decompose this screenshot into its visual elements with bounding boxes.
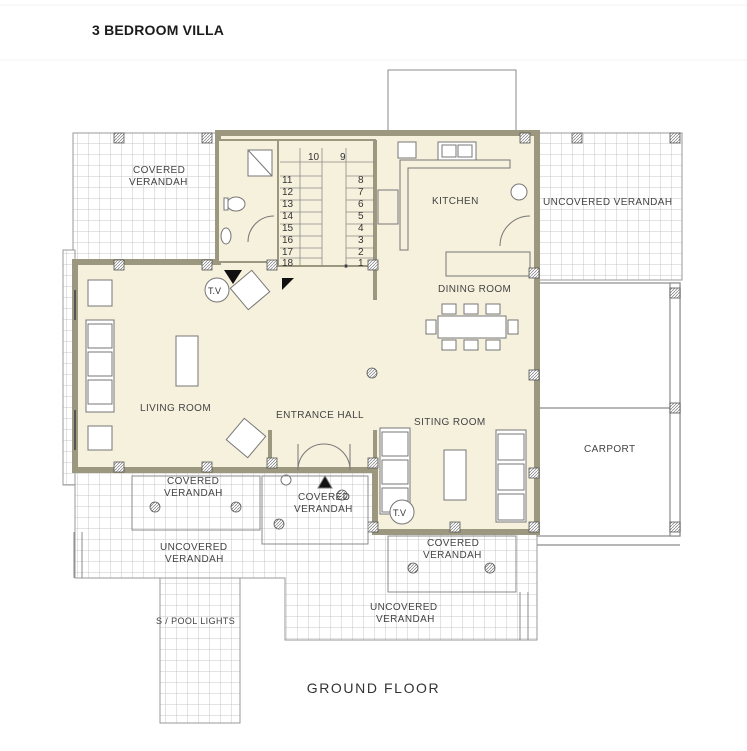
entrance-doors [297, 443, 351, 489]
stairwell [277, 139, 376, 267]
stair-numbers-right: 8 7 6 5 4 3 2 1 [358, 175, 364, 269]
label-pool-lights: S / POOL LIGHTS [156, 616, 235, 626]
coffee-table [175, 335, 199, 387]
pool-lights-path [159, 577, 241, 724]
label-uncovered-verandah-s-1: UNCOVERED [370, 602, 438, 613]
sitting-coffee-table [443, 449, 467, 501]
label-covered-verandah-nw-2: VERANDAH [129, 177, 188, 188]
covered-verandah-nw-area [72, 132, 219, 261]
label-covered-verandah-se-1: COVERED [427, 538, 479, 549]
label-carport: CARPORT [584, 444, 636, 455]
svg-text:18: 18 [282, 258, 294, 269]
svg-text:13: 13 [282, 199, 294, 210]
tv-label-living: T.V [208, 286, 221, 296]
label-siting-room: SITING ROOM [414, 417, 486, 428]
svg-text:12: 12 [282, 187, 294, 198]
label-covered-verandah-nw-1: COVERED [133, 165, 185, 176]
svg-text:5: 5 [358, 211, 364, 222]
label-covered-verandah-sw-1: COVERED [167, 476, 219, 487]
fridge-circle [510, 183, 528, 201]
stair-number-top-2: 9 [340, 152, 346, 163]
toilet [226, 196, 246, 212]
svg-text:3: 3 [358, 235, 364, 246]
tv-sitting [389, 499, 415, 525]
svg-text:14: 14 [282, 211, 294, 222]
floor-title: GROUND FLOOR [306, 680, 441, 696]
svg-text:7: 7 [358, 187, 364, 198]
tv-living [204, 270, 294, 303]
living-room-furniture [74, 269, 271, 459]
kitchen-island [445, 251, 531, 277]
stair-numbers-left: 11 12 13 14 15 16 17 18 [282, 175, 294, 269]
svg-text:17: 17 [282, 247, 294, 258]
svg-text:1: 1 [358, 258, 364, 269]
svg-text:11: 11 [282, 175, 293, 186]
cabinet [377, 189, 399, 225]
staircase [280, 148, 375, 268]
label-covered-verandah-door-2: VERANDAH [294, 504, 353, 515]
dining-set [425, 303, 519, 351]
stair-number-top-1: 10 [308, 152, 320, 163]
bathroom-fixtures [220, 149, 275, 245]
tv-label-sitting: T.V [393, 508, 406, 518]
svg-text:6: 6 [358, 199, 364, 210]
label-covered-verandah-se-2: VERANDAH [423, 550, 482, 561]
label-uncovered-verandah-sw-2: VERANDAH [165, 554, 224, 565]
svg-text:15: 15 [282, 223, 294, 234]
carport [536, 282, 681, 546]
background-guides [0, 4, 747, 61]
svg-text:16: 16 [282, 235, 294, 246]
svg-text:2: 2 [358, 247, 364, 258]
label-dining-room: DINING ROOM [438, 284, 511, 295]
terrace-box [387, 69, 517, 134]
hob [397, 141, 417, 159]
page-title: 3 BEDROOM VILLA [92, 22, 225, 38]
label-entrance-hall: ENTRANCE HALL [276, 410, 364, 421]
label-covered-verandah-door-1: COVERED [298, 492, 350, 503]
label-living-room: LIVING ROOM [140, 403, 211, 414]
kitchen-fixtures [377, 141, 531, 277]
svg-text:8: 8 [358, 175, 364, 186]
entrance-light [280, 474, 292, 486]
spot-lights [149, 367, 496, 574]
label-uncovered-verandah-s-2: VERANDAH [376, 614, 435, 625]
label-uncovered-verandah-east: UNCOVERED VERANDAH [543, 197, 672, 208]
label-covered-verandah-sw-2: VERANDAH [164, 488, 223, 499]
label-uncovered-verandah-sw-1: UNCOVERED [160, 542, 228, 553]
basin [220, 227, 232, 245]
columns [113, 132, 681, 533]
verandah-outlines [73, 475, 529, 640]
label-kitchen: KITCHEN [432, 196, 479, 207]
svg-text:4: 4 [358, 223, 364, 234]
